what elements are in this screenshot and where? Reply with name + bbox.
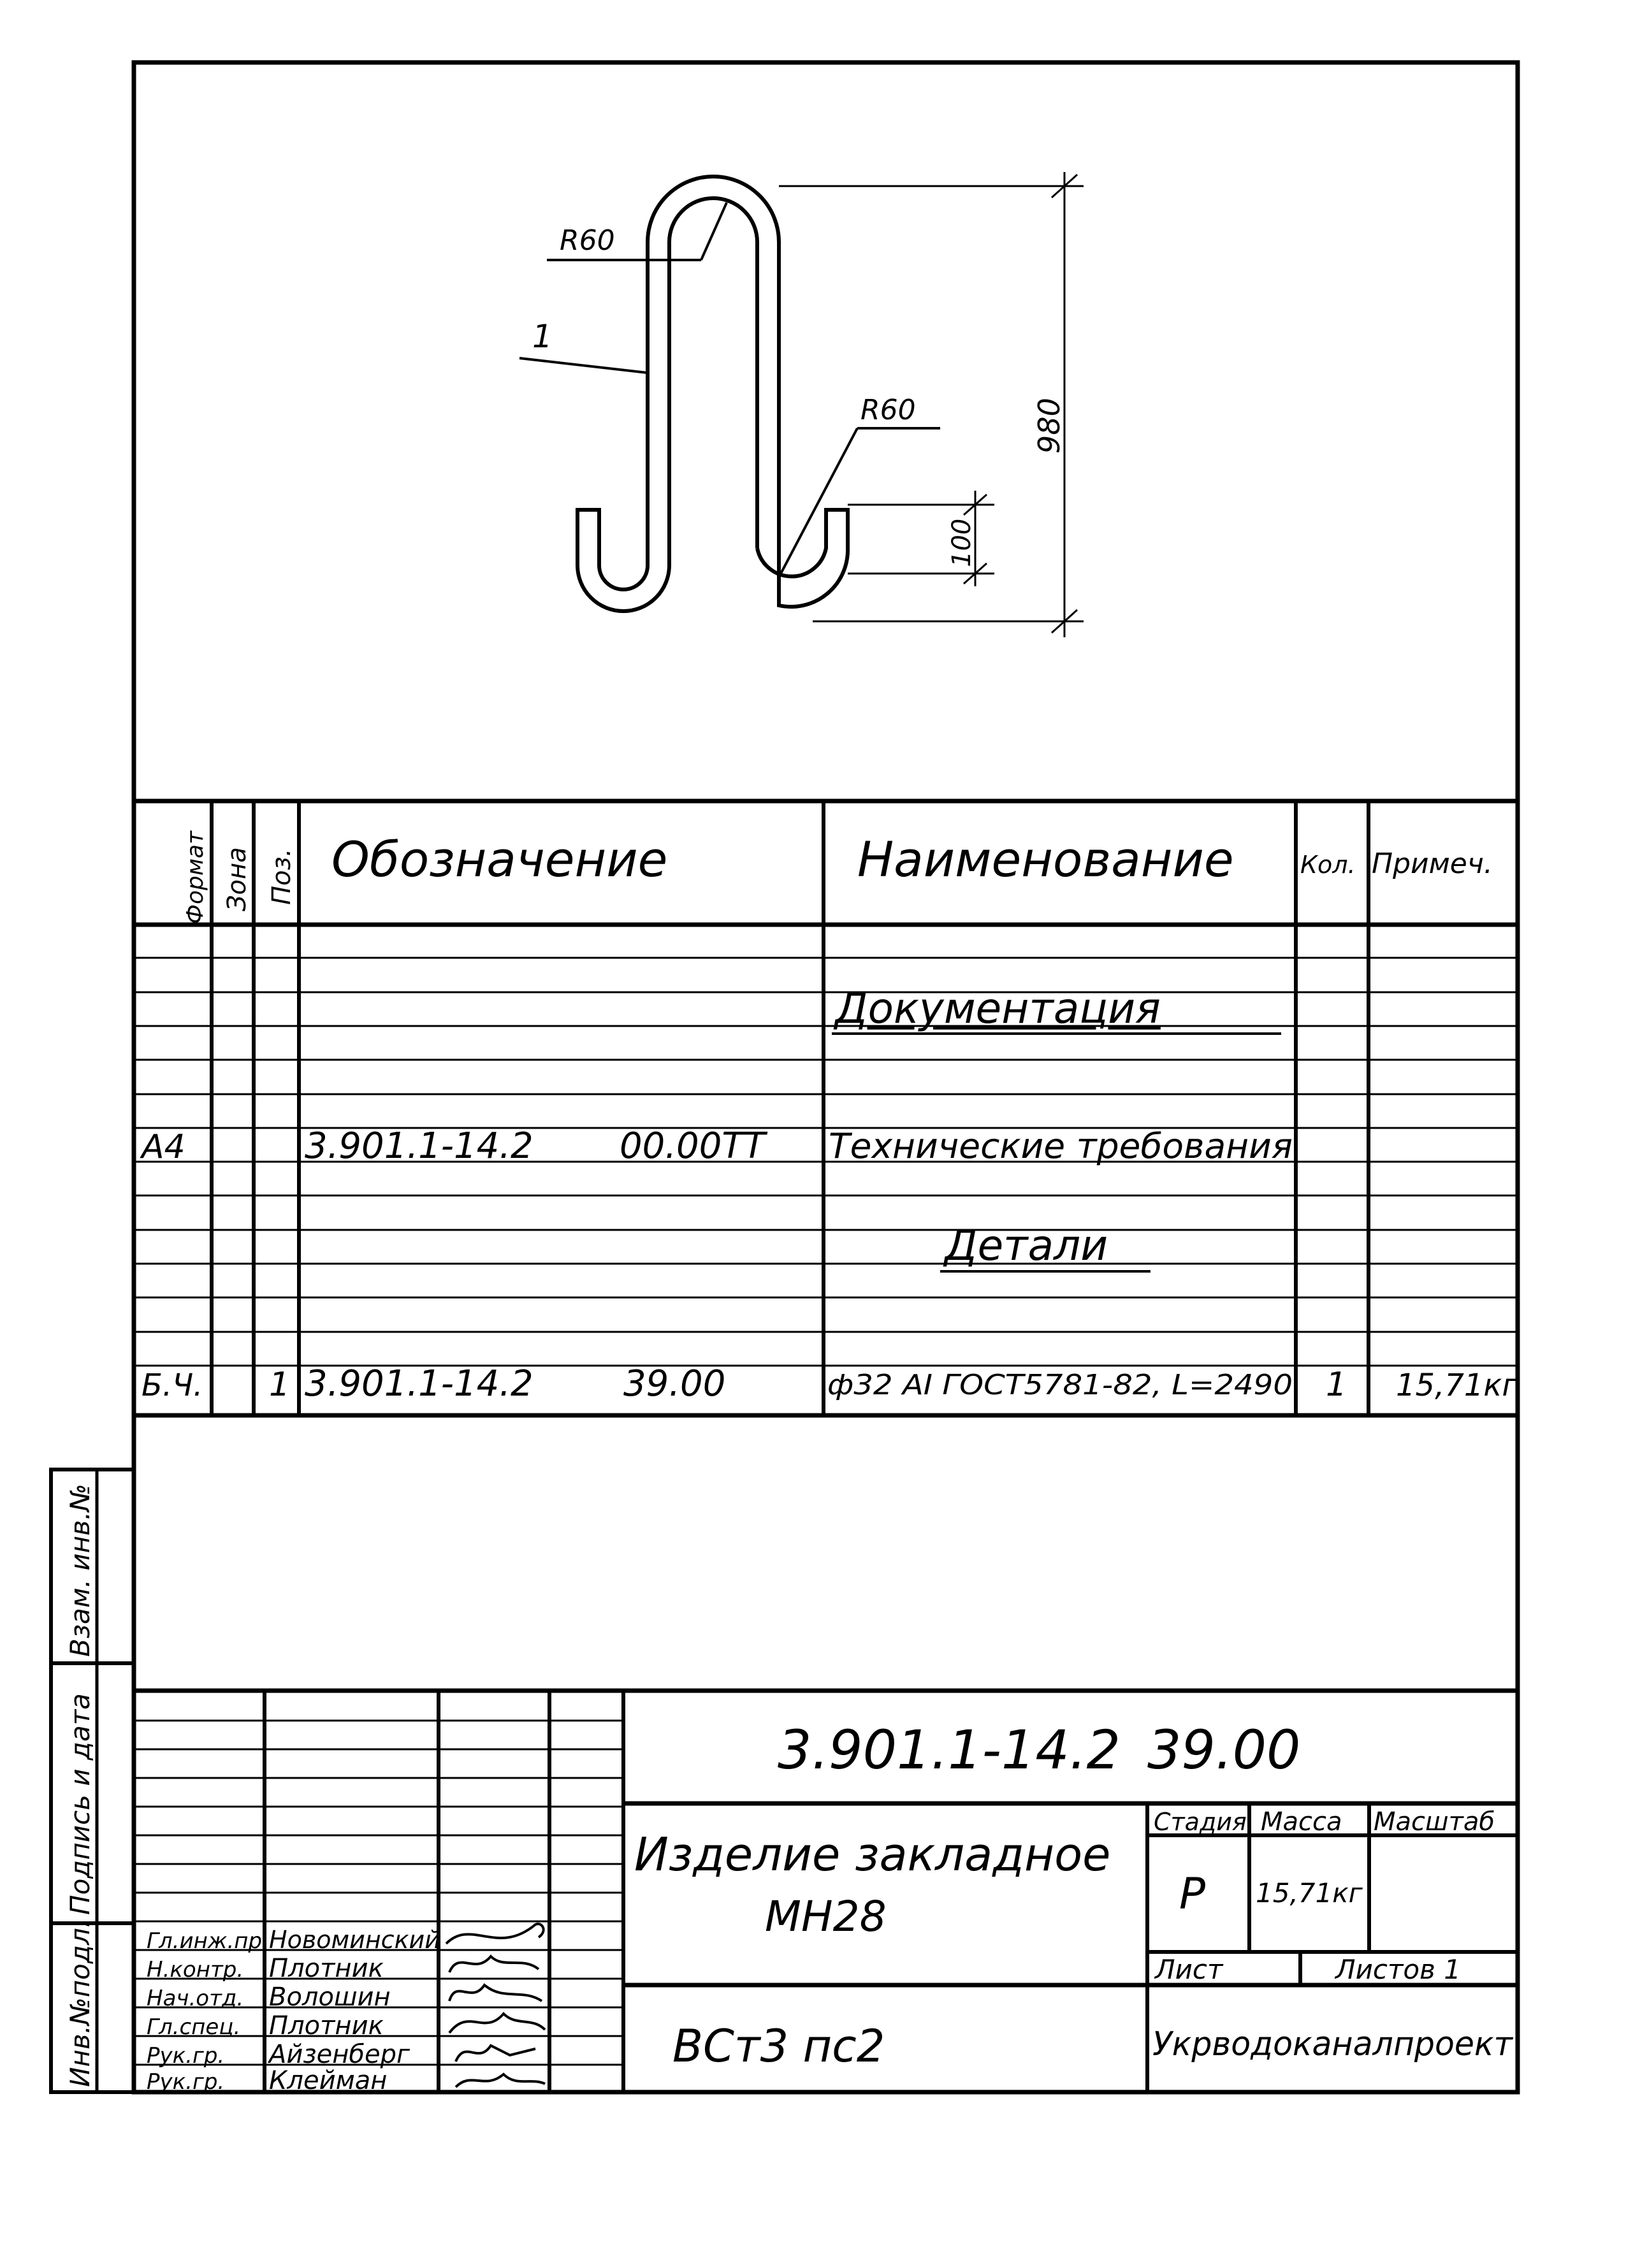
leader-pos1-line <box>519 357 648 374</box>
part-row-note: 15,71кг <box>1396 1368 1518 1403</box>
signer-row: Гл.спец. Плотник <box>147 2011 384 2040</box>
signatures <box>445 1923 546 2088</box>
leader-r60-bot-arrow <box>780 428 859 574</box>
signer-name: Волошин <box>269 1983 391 2012</box>
signer-row: Н.контр. Плотник <box>147 1954 384 1983</box>
left-hook-outer <box>576 360 671 613</box>
signer-name: Айзенберг <box>267 2040 410 2069</box>
sheet-label: Лист <box>1154 1954 1224 1985</box>
docs-row-format: А4 <box>140 1128 185 1166</box>
docs-row-name: Технические требования <box>829 1126 1293 1166</box>
title-block: Гл.инж.пр Новоминский Н.контр. Плотник Н… <box>134 1688 1518 2095</box>
docs-row-designation: 3.901.1-14.2 <box>305 1125 534 1167</box>
dim-height-label: 980 <box>1032 398 1066 454</box>
signer-name: Клейман <box>269 2066 387 2095</box>
sheets-label: Листов 1 <box>1334 1954 1461 1985</box>
tick-top <box>1050 173 1078 199</box>
scale-label: Масштаб <box>1374 1807 1495 1837</box>
bar-outline-outer <box>585 127 701 529</box>
tick-hook-top <box>963 493 987 516</box>
signer-role: Гл.инж.пр <box>147 1928 262 1954</box>
signer-row: Рук.гр. Айзенберг <box>147 2040 410 2069</box>
header-name: Наименование <box>857 831 1234 888</box>
title-line2: МН28 <box>765 1892 887 1941</box>
signer-role: Гл.спец. <box>147 2014 240 2040</box>
side-podpis-label: Подпись и дата <box>64 1693 96 1915</box>
signer-role: Рук.гр. <box>147 2043 224 2069</box>
doc-code: 39.00 <box>1147 1719 1300 1781</box>
position-leader-label: 1 <box>532 318 553 355</box>
material: ВСт3 пс2 <box>672 2020 885 2072</box>
tick-hook-bottom <box>963 562 987 585</box>
docs-row-code: 00.00ТТ <box>620 1125 768 1167</box>
header-pos: Поз. <box>267 848 296 905</box>
signature-scribble <box>448 1954 540 1973</box>
right-hook-outer <box>755 508 850 609</box>
part-row-qty: 1 <box>1326 1366 1347 1404</box>
signer-name: Плотник <box>269 2011 384 2040</box>
signer-role: Нач.отд. <box>147 1986 243 2011</box>
section-docs-label: Документация <box>833 984 1161 1033</box>
header-zone: Зона <box>222 847 252 911</box>
radius-top-label: R60 <box>560 224 615 257</box>
title-left-grid <box>134 1691 625 2092</box>
stage-value: Р <box>1179 1869 1205 1919</box>
header-format: Формат <box>182 830 208 924</box>
title-line1: Изделие закладное <box>634 1828 1110 1881</box>
part-row-name: ф32 АI ГОСТ5781-82, L=2490 <box>827 1369 1293 1401</box>
sheet-frame <box>131 60 1520 2095</box>
top-bend-outer <box>646 175 781 548</box>
signer-row: Рук.гр. Клейман <box>147 2066 387 2095</box>
side-stamp: Взам. инв.№ Подпись и дата Инв.№подл. <box>49 1468 136 2094</box>
section-parts-label: Детали <box>943 1221 1108 1270</box>
organization: Укрводоканалпроект <box>1152 2025 1514 2063</box>
doc-number: 3.901.1-14.2 <box>778 1719 1121 1781</box>
signer-row: Гл.инж.пр Новоминский <box>147 1926 440 1954</box>
signer-name: Новоминский <box>269 1926 440 1954</box>
signer-row: Нач.отд. Волошин <box>147 1983 391 2012</box>
spec-row-lines <box>134 957 1518 1367</box>
signature-scribble <box>448 2012 546 2034</box>
signer-role: Рук.гр. <box>147 2069 224 2095</box>
dim-hook-label: 100 <box>947 519 976 567</box>
part-row-pos: 1 <box>269 1366 290 1404</box>
top-bend-inner <box>667 196 759 548</box>
header-designation: Обозначение <box>331 831 667 888</box>
side-stamp-frame <box>49 1468 136 2094</box>
part-row-code: 39.00 <box>623 1363 725 1405</box>
signer-role: Н.контр. <box>147 1957 243 1983</box>
stage-label: Стадия <box>1154 1808 1247 1836</box>
part-drawing: R60 1 R60 980 100 <box>519 127 1084 637</box>
header-qty: Кол. <box>1300 851 1356 879</box>
signer-name: Плотник <box>269 1954 384 1983</box>
signature-scribble <box>448 1983 543 2002</box>
radius-bottom-label: R60 <box>860 394 916 426</box>
signature-scribble <box>454 2072 546 2088</box>
side-vzam-label: Взам. инв.№ <box>64 1484 96 1657</box>
leader-r60-top-arrow <box>700 202 728 261</box>
part-row-format: Б.Ч. <box>142 1368 203 1403</box>
mass-value: 15,71кг <box>1256 1877 1363 1909</box>
part-row-designation: 3.901.1-14.2 <box>305 1363 534 1405</box>
signature-scribble <box>454 2044 536 2062</box>
spec-table: Формат Зона Поз. Обозначение Наименовани… <box>134 798 1518 1418</box>
header-note: Примеч. <box>1372 848 1493 880</box>
signature-scribble <box>445 1923 545 1945</box>
tick-bottom <box>1050 609 1078 634</box>
mass-label: Масса <box>1261 1807 1342 1837</box>
side-inv-label: Инв.№подл. <box>64 1919 96 2087</box>
spec-column-lines <box>210 801 1370 1415</box>
